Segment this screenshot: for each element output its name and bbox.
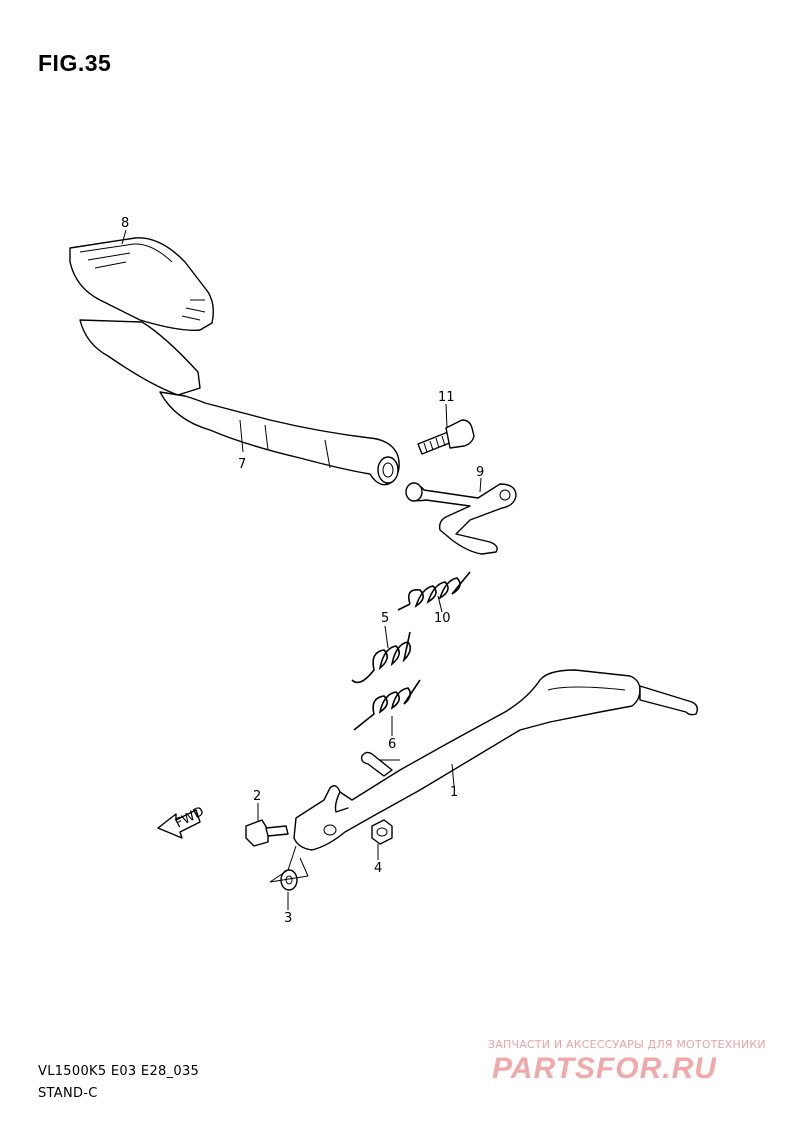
model-code: VL1500K5 E03 E28_035 <box>38 1064 200 1079</box>
part-5-spring[interactable] <box>351 631 412 684</box>
callout-2: 2 <box>253 789 261 804</box>
section-name: STAND-C <box>38 1086 98 1101</box>
figure-title: FIG.35 <box>38 50 112 76</box>
part-11-bolt[interactable] <box>417 419 475 455</box>
callout-labels: 8 7 11 9 10 5 6 1 2 4 3 <box>121 216 484 926</box>
callout-11: 11 <box>438 390 455 405</box>
part-1-side-stand[interactable] <box>293 669 699 851</box>
leader-lines <box>121 229 482 910</box>
fwd-arrow-icon: FWD <box>157 804 207 839</box>
part-10-spring[interactable] <box>397 571 471 611</box>
part-4-nut[interactable] <box>371 819 393 845</box>
callout-9: 9 <box>476 465 484 480</box>
part-6-spring[interactable] <box>353 679 421 731</box>
callout-6: 6 <box>388 737 396 752</box>
callout-4: 4 <box>374 861 382 876</box>
part-8-footrest-rubber[interactable] <box>69 237 215 331</box>
part-2-bolt[interactable] <box>245 819 289 847</box>
watermark-brand: PARTSFOR.RU <box>492 1052 717 1085</box>
part-3-washer[interactable] <box>280 869 298 891</box>
callout-5: 5 <box>381 611 389 626</box>
watermark-tagline: ЗАПЧАСТИ И АКСЕССУАРЫ ДЛЯ МОТОТЕХНИКИ <box>488 1038 766 1051</box>
callout-8: 8 <box>121 216 129 231</box>
part-7-stand-lever[interactable] <box>79 319 400 486</box>
part-9-bracket[interactable] <box>405 482 517 555</box>
callout-10: 10 <box>434 611 451 626</box>
callout-7: 7 <box>238 457 246 472</box>
callout-3: 3 <box>284 911 292 926</box>
callout-1: 1 <box>450 785 458 800</box>
